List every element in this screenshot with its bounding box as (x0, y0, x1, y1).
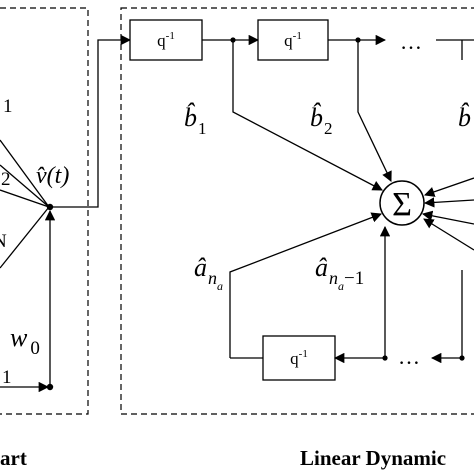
left-caption: art (0, 446, 27, 470)
b3-feed-line (424, 177, 474, 197)
a-na1-label: âna−1 (315, 253, 364, 293)
delay-block-1 (129, 19, 203, 61)
bias-node (46, 383, 54, 391)
b3-label: b̂ (458, 103, 471, 132)
linear-dynamic-frame (120, 7, 474, 415)
delay-block-2 (257, 19, 329, 61)
input-label-2: 2 (1, 169, 11, 190)
sum-right-arrow-2 (421, 210, 474, 225)
input-label-n: N (0, 231, 7, 252)
a-na-label: âna (194, 253, 223, 293)
input-line-1 (0, 139, 50, 208)
delay-label-1: q-1 (157, 30, 175, 50)
top-chain-ellipsis: … (400, 29, 422, 54)
output-label: v̂(t) (36, 163, 69, 189)
b1-feed-line (232, 40, 383, 191)
right-caption: Linear Dynamic (300, 446, 446, 470)
bottom-right-node (459, 355, 465, 361)
input-line-2 (0, 164, 50, 208)
b2-feed-line (357, 40, 392, 182)
vt-signal-line (50, 34, 132, 208)
delay-label-2: q-1 (284, 30, 302, 50)
input-line-4 (0, 206, 50, 269)
b2-label: b̂2 (310, 103, 333, 138)
sum-right-arrow-1 (423, 197, 474, 208)
bottom-chain-ellipsis: … (398, 344, 420, 369)
summation-symbol: Σ (392, 186, 412, 223)
bias-input-label: 1 (2, 367, 12, 388)
delay-block-bottom (262, 335, 336, 381)
input-line-3 (0, 189, 50, 208)
input-label-1: 1 (3, 96, 13, 117)
a-na-feed-line (229, 212, 382, 358)
delay-label-bottom: q-1 (290, 348, 308, 368)
b1-label: b̂1 (184, 103, 207, 138)
right-feedback-line (423, 218, 474, 251)
bottom-tap-node (382, 355, 388, 361)
nonlinear-part-frame (0, 7, 89, 415)
